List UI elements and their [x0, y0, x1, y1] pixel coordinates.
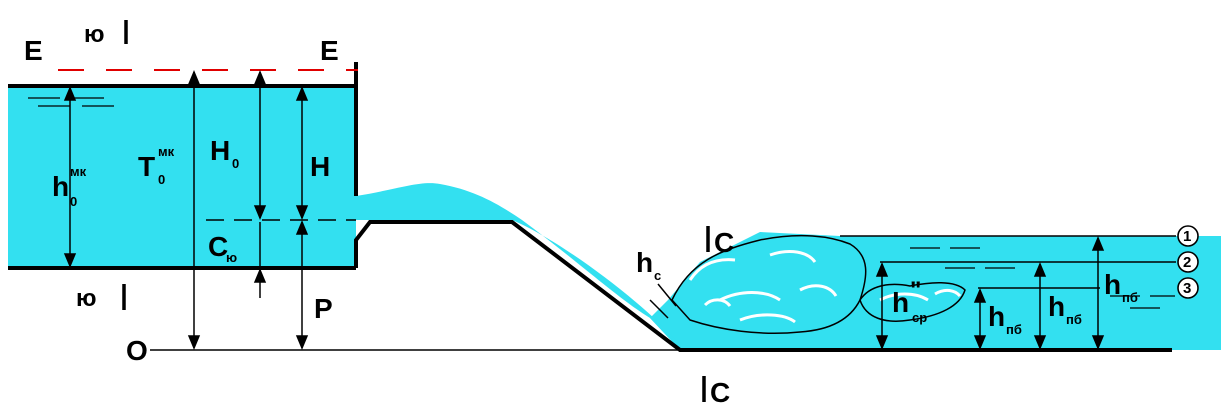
upstream-water: [8, 86, 356, 268]
label-hc2: h: [892, 287, 909, 318]
label-C-bottom: C: [710, 377, 730, 408]
section-markers: [122, 20, 710, 402]
label-Cyu-sub: ю: [226, 250, 237, 265]
label-P: P: [314, 293, 333, 324]
label-O: O: [126, 335, 148, 366]
label-hc2-sup: ": [910, 277, 921, 304]
dam-crest-and-face: [354, 220, 1172, 352]
label-H: H: [310, 151, 330, 182]
label-hc2-sub: cp: [912, 310, 927, 325]
level-marker-1: 1: [1177, 225, 1199, 247]
label-h0mk-sup: мк: [70, 164, 87, 179]
hydraulic-jump-foam: [671, 234, 966, 334]
label-hnb-3: h: [988, 301, 1005, 332]
label-h0mk-sub: 0: [70, 194, 77, 209]
label-hc-sub: c: [654, 268, 661, 283]
level-marker-2: 2: [1177, 251, 1199, 273]
label-hnb-2: h: [1048, 291, 1065, 322]
label-hc: h: [636, 247, 653, 278]
label-t0mk-sup: мк: [158, 144, 175, 159]
upstream-ripples: [28, 97, 114, 107]
label-C-top: C: [714, 227, 734, 258]
label-H0-sub: 0: [232, 156, 239, 171]
label-hnb-1: h: [1104, 269, 1121, 300]
label-hnb-3-sub: пб: [1006, 322, 1022, 337]
level-marker-3: 3: [1177, 277, 1199, 299]
label-h0mk: h: [52, 171, 69, 202]
label-section-bottom: ю: [76, 285, 97, 312]
label-H0: H: [210, 135, 230, 166]
label-hnb-2-sub: пб: [1066, 312, 1082, 327]
label-energy-left: E: [24, 35, 43, 66]
dimension-arrows: [63, 70, 1105, 350]
label-Cyu: C: [208, 231, 228, 262]
label-t0mk-sub: 0: [158, 172, 165, 187]
label-hnb-1-sub: пб: [1122, 290, 1138, 305]
label-energy-right: E: [320, 35, 339, 66]
tailwater-ripples: [910, 247, 1175, 309]
label-section-top: ю: [84, 21, 105, 48]
label-t0mk: T: [138, 151, 155, 182]
spillway-flow: [356, 183, 700, 350]
level-marker-2-text: 2: [1183, 254, 1191, 271]
level-marker-1-text: 1: [1183, 228, 1191, 245]
level-marker-3-text: 3: [1183, 280, 1191, 297]
